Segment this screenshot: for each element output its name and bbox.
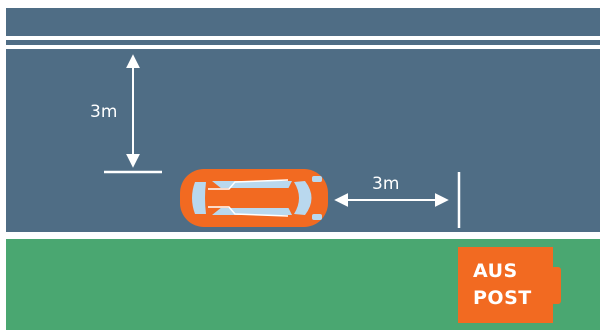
double-line-bottom [6, 45, 600, 49]
horizontal-distance-label: 3m [372, 174, 399, 194]
auspost-logo: AUS POST [458, 247, 561, 323]
auspost-logo-line1: AUS [473, 260, 518, 282]
car-side-window-top [212, 181, 292, 189]
car-roof-lines [208, 179, 289, 217]
double-line-top [6, 36, 600, 40]
car-side-window-bottom [212, 207, 292, 215]
car-roof [208, 188, 294, 208]
auspost-logo-line2: POST [473, 287, 532, 309]
auspost-logo-bg [458, 247, 553, 323]
car-icon [180, 169, 328, 227]
car-windscreen [294, 181, 312, 215]
car-headlight-top [312, 176, 322, 182]
kerb-line [6, 232, 600, 239]
vertical-distance-label: 3m [90, 102, 117, 122]
car-headlight-bottom [312, 214, 322, 220]
car-rear-window [192, 182, 206, 214]
auspost-logo-tab [551, 267, 561, 304]
